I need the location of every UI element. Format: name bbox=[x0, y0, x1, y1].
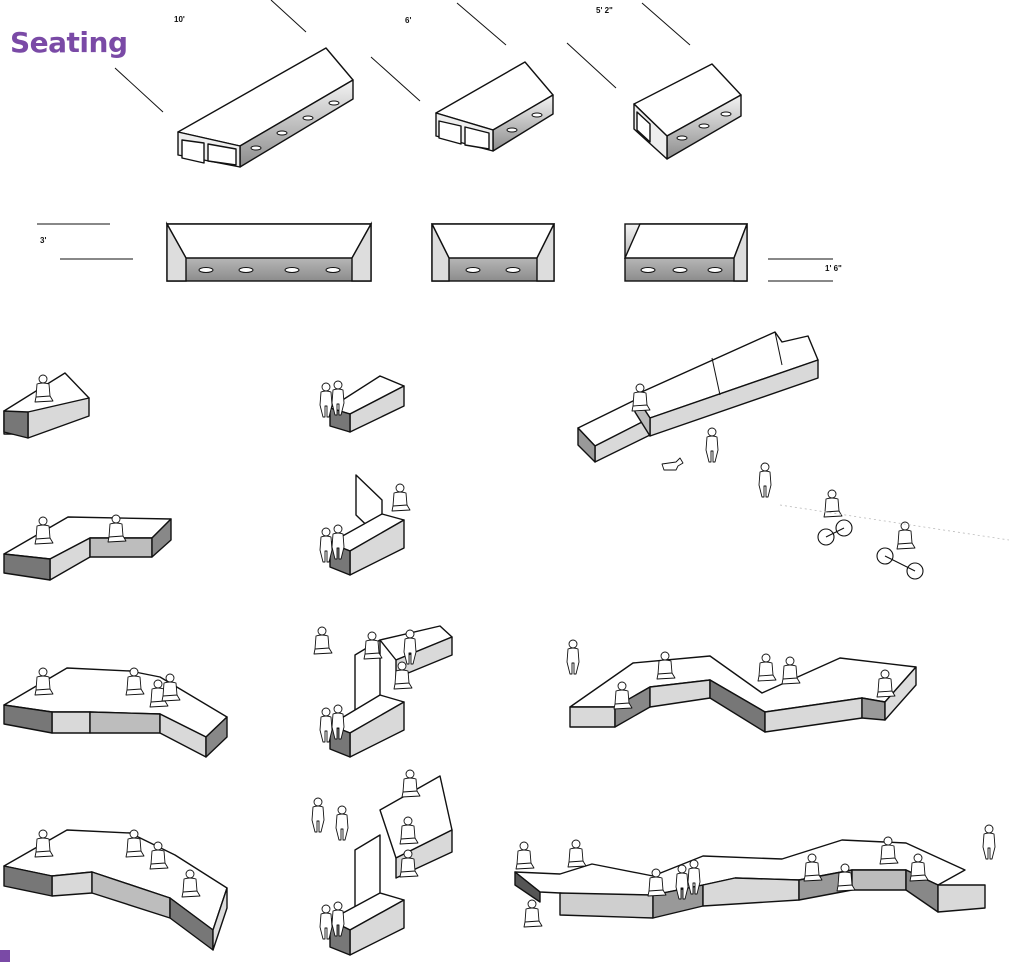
scene-long-stepped-bench bbox=[577, 331, 1009, 580]
accent-corner-mark bbox=[0, 950, 10, 962]
config-bench-pair-seated bbox=[319, 375, 405, 433]
dimension-label-1ft6in: 1' 6" bbox=[825, 264, 842, 273]
cyclist-icon bbox=[876, 547, 924, 580]
bicycle-icon bbox=[817, 519, 853, 546]
bench-module-6ft-iso bbox=[435, 61, 554, 152]
bench-module-10ft-elevation bbox=[165, 221, 373, 282]
bench-module-5ft2in-elevation bbox=[623, 223, 749, 282]
config-tall-stack bbox=[311, 769, 453, 956]
dimension-label-10ft: 10' bbox=[174, 15, 185, 24]
dog-icon bbox=[661, 457, 684, 471]
dimension-lines bbox=[37, 0, 833, 282]
page-title: Seating bbox=[10, 26, 128, 59]
config-bench-with-backrest bbox=[319, 474, 411, 576]
bench-module-10ft-iso bbox=[177, 47, 354, 168]
dimension-label-5ft2in: 5' 2" bbox=[596, 6, 613, 15]
dimension-label-6ft: 6' bbox=[405, 16, 412, 25]
dimension-label-3ft: 3' bbox=[40, 236, 47, 245]
bench-module-6ft-elevation bbox=[430, 223, 556, 282]
config-stacked-benches bbox=[313, 625, 453, 758]
config-single-bench bbox=[3, 372, 90, 439]
config-four-bench-u bbox=[3, 829, 228, 951]
scene-zigzag-bench bbox=[566, 639, 917, 733]
config-two-bench-angle bbox=[3, 514, 172, 581]
bench-module-5ft2in-iso bbox=[633, 63, 742, 160]
scene-long-winding-bench bbox=[514, 824, 996, 928]
config-three-bench-zigzag bbox=[3, 667, 228, 758]
